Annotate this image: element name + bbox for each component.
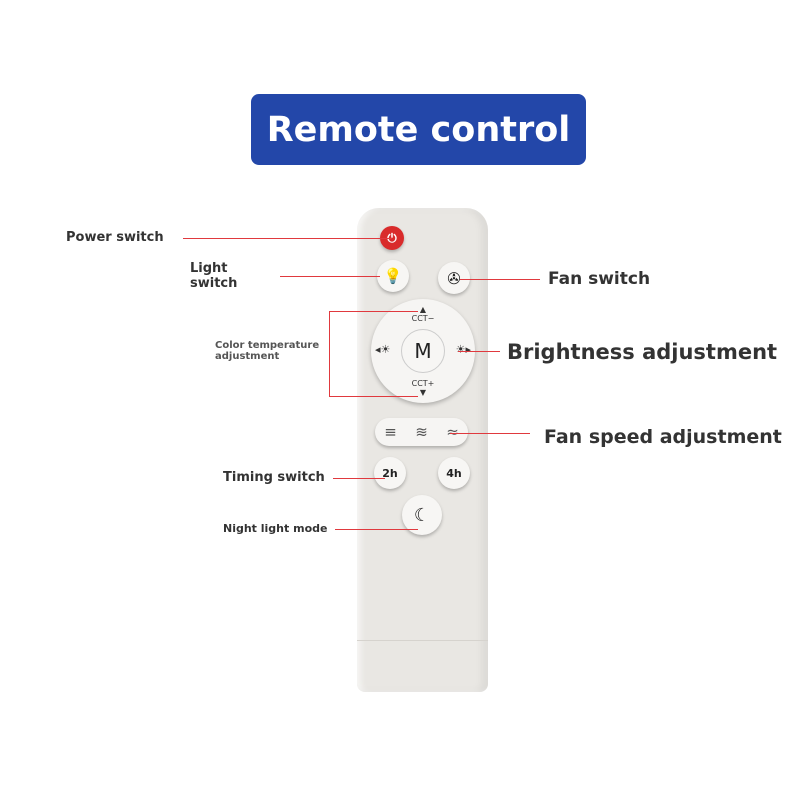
brightness-down-icon[interactable]: ◂☀ — [375, 343, 391, 356]
bulb-icon: 💡 — [383, 267, 403, 285]
remote-control — [357, 208, 488, 692]
cct-bracket-bottom — [329, 396, 418, 397]
power-icon: ⏻ — [387, 230, 397, 245]
cct-plus-button[interactable]: CCT+▼ — [411, 379, 435, 397]
light-label-2: switch — [190, 276, 238, 291]
moon-icon: ☾ — [413, 504, 431, 526]
cct-minus-label: CCT− — [411, 314, 435, 323]
fan-icon: ✇ — [447, 268, 461, 288]
light-button[interactable]: 💡 — [377, 260, 409, 292]
fan-speed-leader — [450, 433, 530, 434]
power-leader — [183, 238, 392, 239]
fan-speed-label: Fan speed adjustment — [544, 426, 782, 448]
fan-leader — [460, 279, 540, 280]
fan-button[interactable]: ✇ — [438, 262, 470, 294]
cct-minus-button[interactable]: ▲CCT− — [411, 305, 435, 323]
cct-label-2: adjustment — [215, 351, 280, 362]
cct-label-1: Color temperature — [215, 340, 320, 351]
timing-label: Timing switch — [223, 470, 325, 485]
fan-label: Fan switch — [548, 269, 651, 289]
light-label-1: Light — [190, 261, 228, 276]
timing-leader — [333, 478, 385, 479]
fan-speed-high-icon[interactable]: ≈ — [446, 423, 459, 441]
fan-speed-mid-icon[interactable]: ≋ — [415, 423, 428, 441]
fan-speed-buttons: ≡ ≋ ≈ — [375, 418, 468, 446]
night-leader — [335, 529, 418, 530]
remote-divider — [357, 640, 488, 641]
power-label: Power switch — [66, 230, 164, 245]
cct-plus-label: CCT+ — [411, 379, 435, 388]
page-title: Remote control — [251, 94, 586, 165]
cct-bracket-top — [329, 311, 418, 312]
light-leader — [280, 276, 380, 277]
timer-2h-button[interactable]: 2h — [374, 457, 406, 489]
brightness-up-icon[interactable]: ☀▸ — [455, 343, 471, 356]
night-label: Night light mode — [223, 522, 328, 535]
direction-pad: ▲CCT− CCT+▼ ◂☀ ☀▸ M — [371, 299, 475, 403]
brightness-leader — [458, 351, 500, 352]
cct-bracket-v — [329, 311, 330, 397]
night-light-button[interactable]: ☾ — [402, 495, 442, 535]
fan-speed-low-icon[interactable]: ≡ — [384, 423, 397, 441]
brightness-label: Brightness adjustment — [507, 340, 778, 364]
mode-button[interactable]: M — [401, 329, 445, 373]
timer-4h-button[interactable]: 4h — [438, 457, 470, 489]
